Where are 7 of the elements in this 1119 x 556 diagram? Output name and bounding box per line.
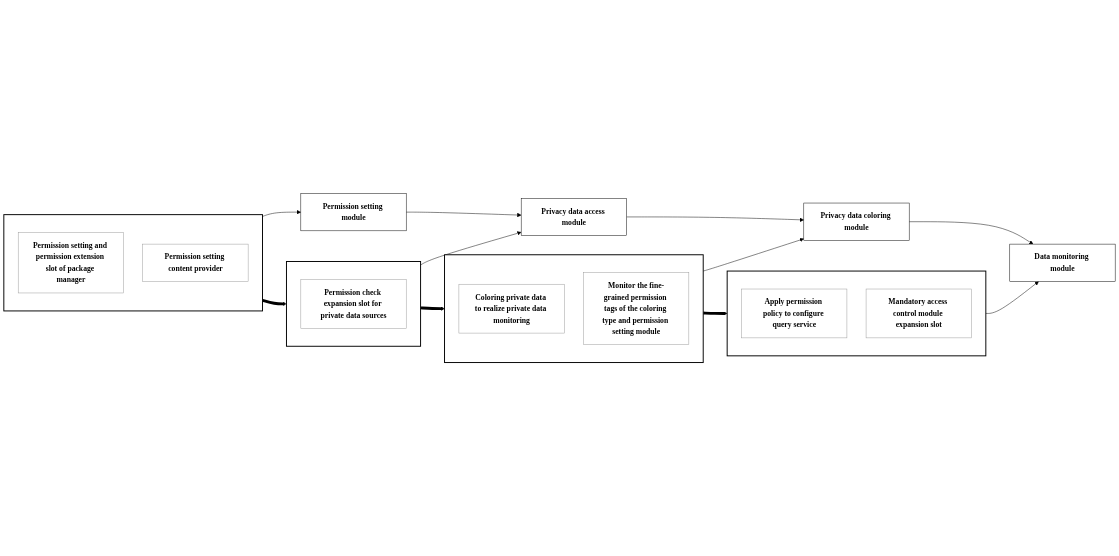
arrow: [420, 306, 445, 311]
cluster: [3, 214, 263, 312]
cluster: [726, 270, 987, 357]
cluster: [285, 261, 422, 347]
cluster: [444, 254, 704, 364]
arrow: [262, 299, 287, 306]
arrow: [703, 311, 728, 316]
